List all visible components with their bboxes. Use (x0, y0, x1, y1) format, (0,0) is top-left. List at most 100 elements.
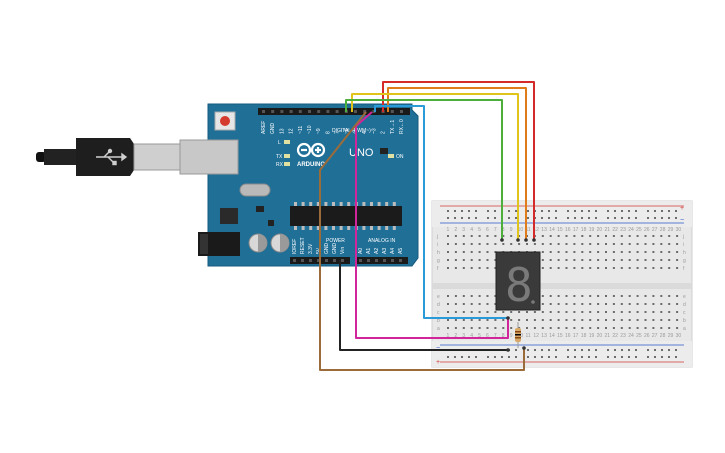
breadboard-hole[interactable] (527, 349, 529, 351)
breadboard-hole[interactable] (447, 210, 449, 212)
breadboard-hole[interactable] (621, 210, 623, 212)
breadboard-hole[interactable] (620, 243, 623, 245)
breadboard-hole[interactable] (660, 327, 663, 329)
breadboard-hole[interactable] (478, 311, 481, 313)
analog-pin-hole[interactable] (359, 259, 362, 262)
breadboard-hole[interactable] (470, 303, 473, 305)
breadboard-hole[interactable] (549, 243, 552, 245)
breadboard-hole[interactable] (478, 319, 481, 321)
power-pin-hole[interactable] (309, 259, 312, 262)
breadboard-hole[interactable] (636, 251, 639, 253)
breadboard-hole[interactable] (470, 327, 473, 329)
breadboard-hole[interactable] (620, 251, 623, 253)
breadboard-hole[interactable] (581, 356, 583, 358)
digital-pin-hole[interactable] (400, 110, 403, 113)
breadboard-hole[interactable] (494, 319, 497, 321)
breadboard-hole[interactable] (595, 210, 597, 212)
breadboard-hole[interactable] (675, 210, 677, 212)
breadboard-hole[interactable] (581, 349, 583, 351)
breadboard-hole[interactable] (668, 311, 671, 313)
breadboard-hole[interactable] (644, 259, 647, 261)
analog-pin-hole[interactable] (383, 259, 386, 262)
breadboard-hole[interactable] (454, 243, 457, 245)
breadboard-hole[interactable] (478, 327, 481, 329)
breadboard-hole[interactable] (468, 217, 470, 219)
breadboard-hole[interactable] (494, 295, 497, 297)
wire-brown[interactable] (319, 111, 525, 371)
breadboard-hole[interactable] (447, 356, 449, 358)
breadboard-hole[interactable] (447, 267, 449, 269)
breadboard-hole[interactable] (612, 327, 615, 329)
digital-pin-hole[interactable] (326, 110, 330, 113)
breadboard-hole[interactable] (612, 267, 615, 269)
breadboard-hole[interactable] (462, 259, 465, 261)
breadboard-hole[interactable] (620, 235, 623, 237)
breadboard-hole[interactable] (478, 295, 481, 297)
breadboard-hole[interactable] (654, 356, 656, 358)
breadboard-hole[interactable] (581, 259, 584, 261)
breadboard-hole[interactable] (644, 243, 647, 245)
breadboard-hole[interactable] (660, 267, 663, 269)
breadboard-hole[interactable] (518, 243, 521, 245)
usb-cable[interactable] (36, 138, 183, 176)
breadboard-hole[interactable] (597, 319, 600, 321)
breadboard-hole[interactable] (614, 356, 616, 358)
breadboard-hole[interactable] (487, 217, 489, 219)
breadboard-hole[interactable] (635, 210, 637, 212)
digital-pin-hole[interactable] (298, 110, 302, 113)
breadboard-hole[interactable] (487, 210, 489, 212)
breadboard-hole[interactable] (494, 251, 497, 253)
breadboard-hole[interactable] (526, 311, 528, 313)
breadboard-hole[interactable] (567, 217, 569, 219)
breadboard-hole[interactable] (644, 267, 647, 269)
breadboard-hole[interactable] (589, 243, 592, 245)
breadboard-hole[interactable] (647, 210, 649, 212)
breadboard-hole[interactable] (589, 295, 592, 297)
breadboard-hole[interactable] (614, 210, 616, 212)
breadboard-hole[interactable] (581, 217, 583, 219)
breadboard-hole[interactable] (515, 217, 517, 219)
breadboard-hole[interactable] (574, 217, 576, 219)
breadboard-hole[interactable] (605, 235, 607, 237)
breadboard-hole[interactable] (628, 251, 631, 253)
digital-pin-hole[interactable] (308, 110, 311, 113)
breadboard-hole[interactable] (541, 311, 544, 313)
breadboard-hole[interactable] (494, 311, 497, 313)
breadboard-hole[interactable] (621, 356, 623, 358)
breadboard-hole[interactable] (478, 303, 481, 305)
breadboard-hole[interactable] (565, 319, 568, 321)
breadboard-hole[interactable] (470, 295, 473, 297)
breadboard-hole[interactable] (589, 319, 592, 321)
breadboard-hole[interactable] (628, 311, 631, 313)
breadboard-hole[interactable] (589, 259, 592, 261)
breadboard-hole[interactable] (565, 259, 568, 261)
breadboard-hole[interactable] (527, 356, 529, 358)
breadboard-hole[interactable] (548, 210, 550, 212)
breadboard-hole[interactable] (589, 251, 592, 253)
breadboard-hole[interactable] (533, 327, 536, 329)
breadboard-hole[interactable] (597, 259, 600, 261)
breadboard-hole[interactable] (478, 235, 481, 237)
analog-pin-hole[interactable] (375, 259, 378, 262)
breadboard-hole[interactable] (557, 235, 560, 237)
breadboard-hole[interactable] (675, 356, 677, 358)
breadboard-hole[interactable] (676, 251, 679, 253)
breadboard-hole[interactable] (581, 319, 584, 321)
breadboard-hole[interactable] (605, 251, 607, 253)
analog-pin-hole[interactable] (391, 259, 394, 262)
breadboard-hole[interactable] (494, 259, 497, 261)
breadboard-hole[interactable] (636, 235, 639, 237)
breadboard-hole[interactable] (628, 327, 631, 329)
breadboard-hole[interactable] (635, 356, 637, 358)
breadboard-hole[interactable] (636, 303, 639, 305)
breadboard-hole[interactable] (462, 235, 465, 237)
breadboard-hole[interactable] (620, 311, 623, 313)
breadboard-hole[interactable] (502, 327, 505, 329)
breadboard-hole[interactable] (557, 303, 560, 305)
breadboard-hole[interactable] (534, 349, 536, 351)
breadboard-hole[interactable] (589, 235, 592, 237)
breadboard-hole[interactable] (668, 243, 671, 245)
breadboard-hole[interactable] (447, 311, 449, 313)
breadboard-hole[interactable] (447, 319, 449, 321)
breadboard-hole[interactable] (454, 311, 457, 313)
